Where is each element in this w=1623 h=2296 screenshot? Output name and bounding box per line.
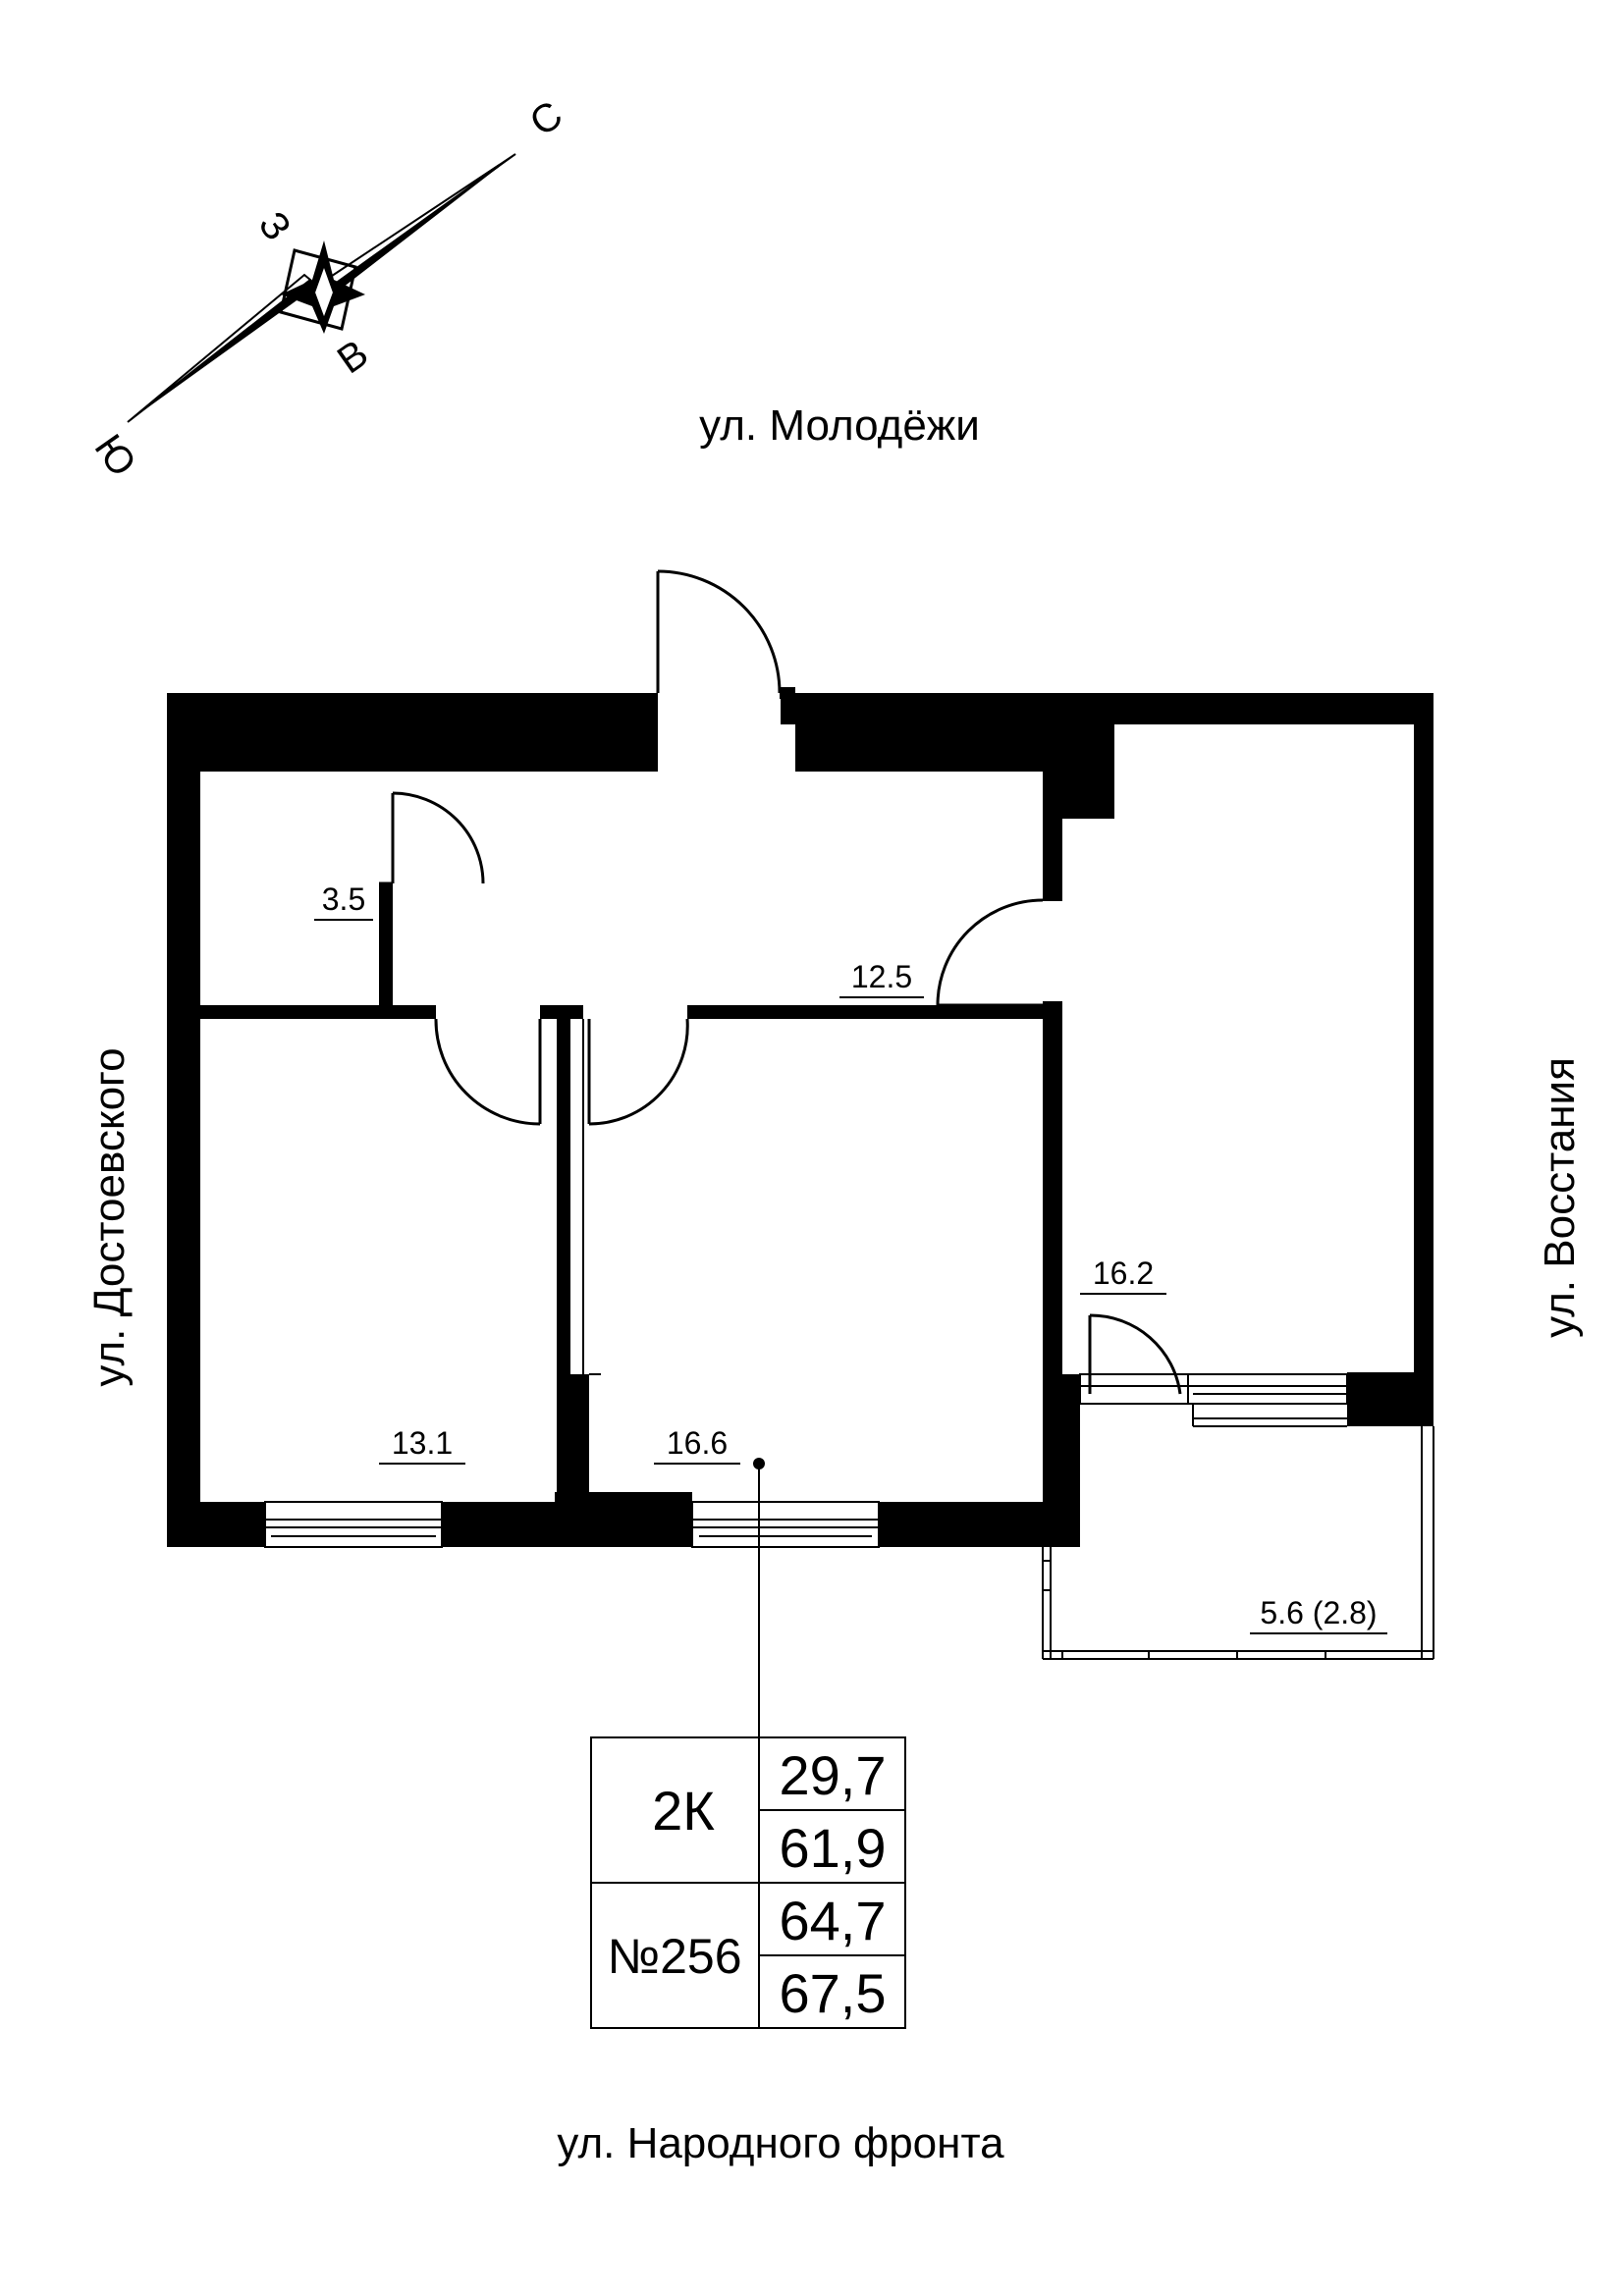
compass-star-diamond xyxy=(279,248,357,331)
area-hall: 12.5 xyxy=(851,959,912,994)
apartment-number: №256 xyxy=(607,1929,741,1984)
compass-south-label: Ю xyxy=(86,427,144,484)
area-bathroom: 3.5 xyxy=(322,881,365,917)
living-area: 29,7 xyxy=(780,1744,887,1806)
window-bedroom-middle xyxy=(691,1501,880,1548)
area-with-balcony-full: 67,5 xyxy=(780,1962,887,2024)
summary-table: 2К №256 29,7 61,9 64,7 67,5 xyxy=(590,1736,906,2029)
street-east-label: ул. Восстания xyxy=(1536,1057,1584,1338)
door-bathroom xyxy=(379,791,485,885)
area-with-balcony-reduced: 64,7 xyxy=(780,1890,887,1951)
compass-rose: С З В Ю xyxy=(86,93,570,485)
compass-west-label: З xyxy=(250,204,299,248)
street-south-label: ул. Народного фронта xyxy=(557,2119,1004,2167)
door-bedroom-left xyxy=(434,1018,542,1126)
area-balcony: 5.6 (2.8) xyxy=(1260,1595,1377,1630)
door-bedroom-middle xyxy=(587,1018,689,1126)
window-bedroom-left xyxy=(264,1501,443,1548)
area-kitchen: 16.2 xyxy=(1093,1255,1154,1291)
street-north-label: ул. Молодёжи xyxy=(699,401,980,450)
compass-north-label: С xyxy=(522,93,570,145)
door-entrance xyxy=(656,569,795,699)
room-labels: 3.5 12.5 16.2 13.1 16.6 5.6 (2.8) xyxy=(314,881,1387,1634)
windows xyxy=(264,1373,1348,1548)
compass-needle-south xyxy=(128,280,317,422)
door-kitchen xyxy=(936,898,1044,1007)
street-west-label: ул. Достоевского xyxy=(85,1047,134,1386)
doors xyxy=(379,569,1182,1395)
total-area: 61,9 xyxy=(780,1817,887,1879)
area-bedroom-middle: 16.6 xyxy=(667,1425,728,1461)
window-kitchen xyxy=(1079,1373,1348,1427)
area-bedroom-left: 13.1 xyxy=(392,1425,453,1461)
compass-needle-north-fill xyxy=(324,154,515,297)
apartment-type: 2К xyxy=(652,1780,715,1842)
compass-east-label: В xyxy=(330,332,376,382)
walls xyxy=(167,693,1434,1547)
compass-needle-south-outline xyxy=(127,273,312,423)
door-balcony xyxy=(1088,1313,1182,1395)
apartment-pointer xyxy=(753,1458,765,1737)
thin-lines xyxy=(568,1019,1434,1660)
compass-needle-north xyxy=(315,153,516,294)
compass-star-inner xyxy=(312,262,336,322)
